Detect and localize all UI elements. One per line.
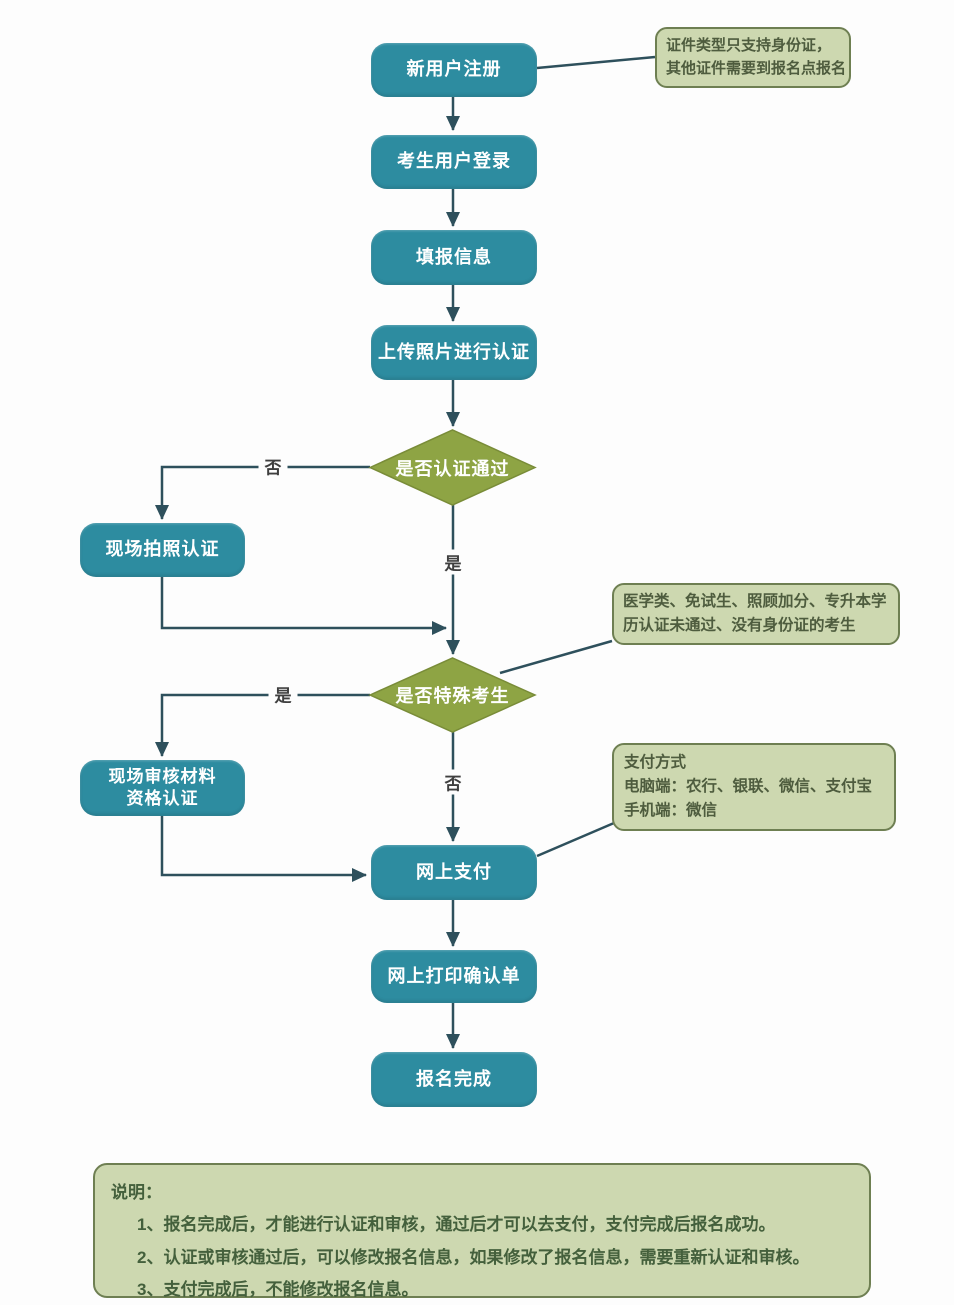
node-label: 考生用户登录: [397, 151, 511, 172]
branch-label-no-1: 否: [258, 453, 288, 479]
decision-auth-passed-label: 是否认证通过: [395, 458, 510, 479]
node-pay-online: 网上支付: [371, 845, 537, 900]
node-label: 现场拍照认证: [105, 539, 220, 560]
callout-line: 电脑端：农行、银联、微信、支付宝: [624, 778, 873, 796]
callout-line: 其他证件需要到报名点报名: [666, 60, 847, 78]
note-item-3: 3、支付完成后，不能修改报名信息。: [137, 1279, 419, 1299]
node-label: 填报信息: [416, 246, 492, 267]
edge-callout-special: [499, 639, 613, 675]
callout-line: 手机端：微信: [624, 802, 718, 820]
node-label: 网上支付: [416, 861, 492, 882]
edge-onsitephoto-merge: [160, 577, 447, 635]
callout-line: 证件类型只支持身份证，: [666, 37, 832, 54]
branch-label-yes-1: 是: [438, 549, 468, 575]
edge-authcheck-no-onsitephoto: [155, 465, 370, 520]
node-new-user-register: 新用户注册: [371, 43, 537, 97]
branch-label-yes-2: 是: [268, 681, 298, 707]
callout-line: 医学类、免试生、照顾加分、专升本学: [623, 593, 887, 610]
edge-specialcheck-yes-onsitereview: [155, 693, 370, 757]
callout-line: 支付方式: [624, 754, 687, 771]
node-label: 上传照片进行认证: [378, 341, 530, 362]
node-label: 现场审核材料 资格认证: [109, 766, 217, 810]
callout-line: 历认证未通过、没有身份证的考生: [623, 617, 856, 635]
node-print-confirmation: 网上打印确认单: [371, 950, 537, 1003]
node-candidate-login: 考生用户登录: [371, 135, 537, 189]
note-title: 说明：: [111, 1183, 162, 1202]
note-item-2: 2、认证或审核通过后，可以修改报名信息，如果修改了报名信息，需要重新认证和审核。: [137, 1247, 810, 1267]
callout-special-candidates: 医学类、免试生、照顾加分、专升本学 历认证未通过、没有身份证的考生: [612, 583, 900, 646]
edge-onsitereview-pay: [160, 816, 367, 882]
callout-payment-methods: 支付方式 电脑端：农行、银联、微信、支付宝 手机端：微信: [612, 743, 896, 832]
node-label: 网上打印确认单: [387, 965, 521, 986]
node-upload-photo-auth: 上传照片进行认证: [371, 325, 537, 380]
node-fill-info: 填报信息: [371, 230, 537, 285]
callout-id-type: 证件类型只支持身份证， 其他证件需要到报名点报名: [655, 27, 851, 88]
node-label-line2: 资格认证: [126, 789, 199, 808]
note-item-1: 1、报名完成后，才能进行认证和审核，通过后才可以去支付，支付完成后报名成功。: [137, 1215, 776, 1235]
edge-callout-idtype: [536, 55, 656, 70]
node-registration-complete: 报名完成: [371, 1052, 537, 1107]
node-label-line1: 现场审核材料: [108, 766, 217, 786]
decision-special-candidate-shape: [368, 657, 537, 733]
node-label: 新用户注册: [406, 59, 502, 80]
edge-callout-payment: [536, 821, 615, 858]
node-label: 报名完成: [416, 1068, 492, 1089]
decision-special-candidate-label: 是否特殊考生: [395, 686, 510, 706]
node-onsite-review-qualification: 现场审核材料 资格认证: [80, 760, 245, 816]
note-box: 说明： 1、报名完成后，才能进行认证和审核，通过后才可以去支付，支付完成后报名成…: [93, 1163, 871, 1299]
branch-label-no-2: 否: [438, 769, 468, 795]
node-onsite-photo-auth: 现场拍照认证: [80, 523, 245, 577]
decision-auth-passed-shape: [368, 429, 537, 506]
